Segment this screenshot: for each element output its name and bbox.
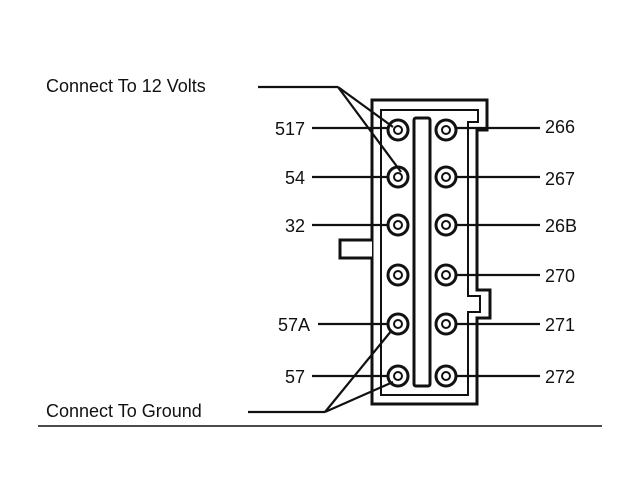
- twelve-volts-callout-lines: [258, 85, 402, 173]
- pin-57a-contact: [386, 312, 410, 336]
- pin-272-contact: [434, 364, 458, 388]
- pin-266-contact: [434, 118, 458, 142]
- ground-label: Connect To Ground: [46, 401, 202, 421]
- pin-57-contact: [386, 364, 410, 388]
- connector-housing: [338, 98, 492, 406]
- pin-label-517: 517: [275, 119, 305, 139]
- right-leader-lines: [457, 126, 540, 378]
- pin-26b-contact: [434, 213, 458, 237]
- pin-54-contact: [386, 165, 410, 189]
- pin-label-54: 54: [285, 168, 305, 188]
- left-leader-lines: [312, 126, 387, 378]
- pin-label-266: 266: [545, 117, 575, 137]
- ground-callout-lines: [248, 329, 394, 414]
- pin-267-contact: [434, 165, 458, 189]
- pin-label-267: 267: [545, 169, 575, 189]
- pin-270-contact: [434, 263, 458, 287]
- pin-517-contact: [386, 118, 410, 142]
- right-pin-column: [434, 118, 458, 388]
- pin-32-contact: [386, 213, 410, 237]
- pin-label-57a: 57A: [278, 315, 310, 335]
- pin-271-contact: [434, 312, 458, 336]
- left-pin-column: [386, 118, 410, 388]
- pin-label-272: 272: [545, 367, 575, 387]
- twelve-volts-label: Connect To 12 Volts: [46, 76, 206, 96]
- pin-label-32: 32: [285, 216, 305, 236]
- pin-label-270: 270: [545, 266, 575, 286]
- pin-label-26b: 26B: [545, 216, 577, 236]
- pin-label-271: 271: [545, 315, 575, 335]
- pin-label-57: 57: [285, 367, 305, 387]
- pin-empty-contact: [386, 263, 410, 287]
